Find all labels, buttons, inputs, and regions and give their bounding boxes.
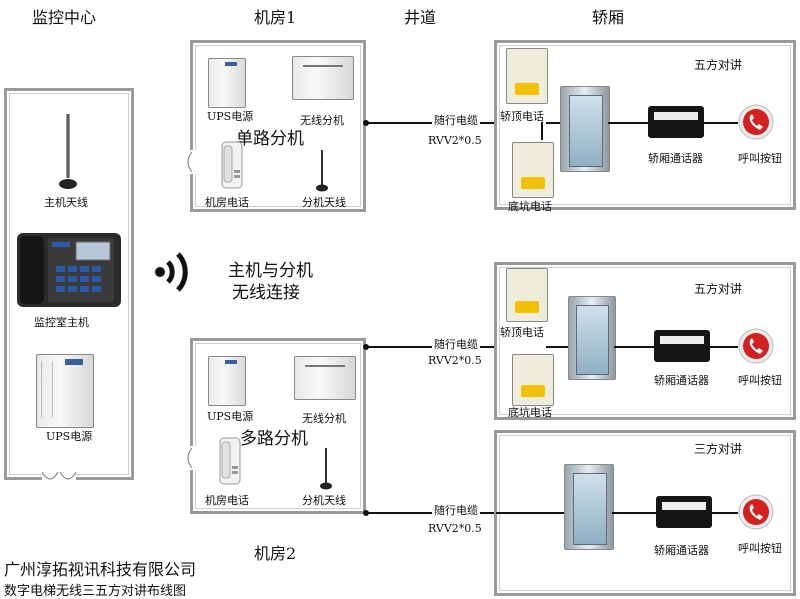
car2-elevator-cab <box>568 296 616 380</box>
car1-internal-wire <box>704 122 738 124</box>
car2-call-button-label: 呼叫按钮 <box>738 374 782 387</box>
monitor-host-label: 监控室主机 <box>34 316 89 329</box>
room1-wireless-ext-device <box>292 56 354 100</box>
room1-phone-icon <box>221 141 243 189</box>
car1-top-phone-device <box>506 48 548 104</box>
room2-title: 多路分机 <box>240 429 308 449</box>
car2-top-phone-label: 轿顶电话 <box>500 326 544 339</box>
room1-wireless-ext-label: 无线分机 <box>300 114 344 127</box>
car2-intercom-label: 轿厢通话器 <box>654 374 709 387</box>
car2-mode: 五方对讲 <box>694 282 743 296</box>
room1-title: 单路分机 <box>236 129 304 149</box>
room1-ups-device <box>208 58 246 108</box>
car1-pit-phone-device <box>512 142 554 198</box>
car1-internal-wire <box>608 122 650 124</box>
car2-top-phone-device <box>506 268 548 322</box>
diagram-caption: 数字电梯无线三五方对讲布线图 <box>4 584 187 599</box>
header-monitor-center: 监控中心 <box>32 8 97 27</box>
cable-1-spec: RVV2*0.5 <box>428 134 482 147</box>
car3-mode: 三方对讲 <box>694 442 743 456</box>
car3-intercom-label: 轿厢通话器 <box>654 544 709 557</box>
car1-call-button-icon <box>738 104 774 140</box>
monitor-host-device <box>17 233 121 307</box>
cable-3-name: 随行电缆 <box>432 502 480 518</box>
room2-wireless-ext-label: 无线分机 <box>302 412 346 425</box>
cable-wire-3 <box>366 512 496 514</box>
car3-internal-wire <box>612 512 656 514</box>
car3-internal-wire <box>496 512 564 514</box>
room2-phone-label: 机房电话 <box>205 494 249 507</box>
main-antenna-label: 主机天线 <box>44 196 88 209</box>
room2-antenna-icon <box>320 448 332 490</box>
car1-mode: 五方对讲 <box>694 58 743 72</box>
car1-internal-wire <box>541 122 543 140</box>
company-name: 广州淳拓视讯科技有限公司 <box>4 560 197 579</box>
cable-2-name: 随行电缆 <box>432 336 480 352</box>
car3-call-button-icon <box>738 494 774 530</box>
car3-call-button-label: 呼叫按钮 <box>738 542 782 555</box>
car1-intercom-label: 轿厢通话器 <box>648 152 703 165</box>
car1-call-button-label: 呼叫按钮 <box>738 152 782 165</box>
room1-antenna-icon <box>316 150 328 192</box>
car1-internal-wire <box>546 122 560 124</box>
center-ups-label: UPS电源 <box>46 430 93 443</box>
car1-pit-phone-label: 底坑电话 <box>508 200 552 213</box>
car2-intercom-device <box>654 330 710 362</box>
car3-internal-wire <box>712 512 738 514</box>
header-room2: 机房2 <box>254 544 297 563</box>
room2-door-icon <box>184 446 196 470</box>
wireless-link-line2: 无线连接 <box>232 283 300 303</box>
cable-wire-2 <box>366 346 496 348</box>
room1-ups-label: UPS电源 <box>207 110 254 123</box>
room1-antenna-label: 分机天线 <box>302 196 346 209</box>
door-icon <box>41 471 77 480</box>
car1-top-phone-label: 轿顶电话 <box>500 110 544 123</box>
room2-ups-device <box>208 356 246 406</box>
room2-ups-label: UPS电源 <box>207 410 254 423</box>
car2-internal-wire <box>710 346 738 348</box>
car2-internal-wire <box>614 346 654 348</box>
room1-phone-label: 机房电话 <box>205 196 249 209</box>
cable-wire-1 <box>366 122 496 124</box>
header-car: 轿厢 <box>592 8 625 27</box>
car1-intercom-device <box>648 106 704 138</box>
car2-internal-wire <box>546 346 568 348</box>
car3-elevator-cab <box>564 464 614 550</box>
car2-pit-phone-label: 底坑电话 <box>508 406 552 419</box>
car1-elevator-cab <box>560 86 610 172</box>
car2-pit-phone-device <box>512 354 554 406</box>
main-antenna-icon <box>59 114 77 189</box>
center-ups-device <box>36 354 94 428</box>
room1-door-icon <box>184 150 196 174</box>
cable-1-name: 随行电缆 <box>432 112 480 128</box>
room2-wireless-ext-device <box>294 356 356 400</box>
car3-intercom-device <box>656 496 712 528</box>
header-shaft: 井道 <box>404 8 437 27</box>
cable-2-spec: RVV2*0.5 <box>428 354 482 367</box>
room2-antenna-label: 分机天线 <box>302 494 346 507</box>
header-room1: 机房1 <box>254 8 297 27</box>
wireless-signal-icon <box>155 252 188 292</box>
cable-3-spec: RVV2*0.5 <box>428 522 482 535</box>
car2-call-button-icon <box>738 328 774 364</box>
wireless-link-line1: 主机与分机 <box>228 261 313 281</box>
door-gap <box>42 474 76 482</box>
room2-phone-icon <box>219 437 241 485</box>
